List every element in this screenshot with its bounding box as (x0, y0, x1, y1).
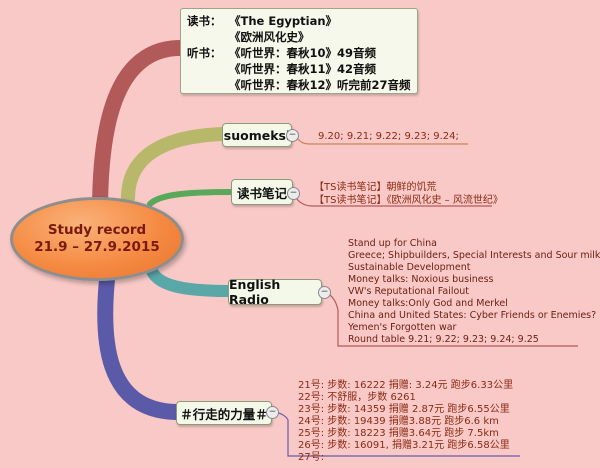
branch-notes (147, 189, 233, 207)
listen-note: 听完前27音频 (337, 78, 411, 92)
radio-item: Greece; Shipbuilders, Special Interests … (348, 250, 600, 261)
central-dates: 21.9 – 27.9.2015 (34, 239, 160, 255)
walking-item: 22号: 不舒服，步数 6261 (298, 392, 416, 403)
radio-item: Yemen's Forgotten war (348, 322, 457, 333)
listen-title: 《听世界：春秋12》 (229, 78, 338, 92)
walking-item: 27号: (298, 452, 325, 463)
collapse-toggle-suomeksi[interactable]: − (286, 129, 299, 142)
radio-item: Sustainable Development (348, 262, 471, 273)
collapse-toggle-radio[interactable]: − (318, 286, 331, 299)
topic-walking[interactable]: ＃行走的力量＃ (176, 401, 272, 425)
topic-reading-notes[interactable]: 读书笔记 (231, 179, 293, 205)
walking-item: 21号: 步数: 16222 捐赠: 3.24元 跑步6.33公里 (298, 380, 514, 391)
listen-note: 49音频 (337, 46, 377, 60)
listen-title: 《听世界：春秋11》 (229, 62, 338, 76)
walking-item: 24号: 步数: 19439 捐赠3.88元 跑步6.6 km (298, 416, 499, 427)
central-title: Study record (47, 222, 147, 238)
book-title: 《The Egyptian》 (229, 14, 338, 28)
central-topic[interactable]: Study record 21.9 – 27.9.2015 (10, 197, 184, 281)
walking-item: 26号: 步数: 16091, 捐赠3.21元 跑步6.58公里 (298, 440, 510, 451)
note-item: 【TS读书笔记】《欧洲风化史 – 风流世纪》 (314, 195, 503, 206)
radio-item: Money talks:Only God and Merkel (348, 298, 508, 309)
listen-title: 《听世界：春秋10》 (229, 46, 338, 60)
walking-item: 25号: 步数: 18223 捐赠3.64元 跑步 7.5km (298, 428, 499, 439)
topic-english-radio-label: English Radio (229, 277, 281, 307)
branch-reading (92, 40, 186, 220)
topic-suomeksi[interactable]: suomeksi (222, 123, 292, 147)
reading-box[interactable]: 读书： 《The Egyptian》 《欧洲风化史》 听书： 《听世界：春秋10… (180, 8, 418, 94)
round-table: Round table 9.21; 9.22; 9.23; 9.24; 9.25 (348, 334, 539, 345)
radio-item: Stand up for China (348, 238, 437, 249)
collapse-toggle-notes[interactable]: − (287, 187, 300, 200)
branch-walking (97, 262, 184, 420)
branch-suomeksi (121, 127, 229, 205)
note-item: 【TS读书笔记】朝鲜的饥荒 (314, 182, 437, 193)
listen-note: 42音频 (337, 62, 377, 76)
radio-item: China and United States: Cyber Friends o… (348, 310, 597, 321)
collapse-toggle-walking[interactable]: − (266, 406, 279, 419)
radio-item: Money talks: Noxious business (348, 274, 494, 285)
listen-label: 听书： (187, 46, 222, 60)
topic-walking-label: ＃行走的力量＃ (180, 406, 268, 422)
topic-english-radio[interactable]: English Radio (228, 277, 322, 307)
radio-item: VW's Reputational Failout (348, 286, 470, 297)
read-label: 读书： (187, 14, 222, 28)
walking-item: 23号: 步数: 14359 捐赠 2.87元 跑步6.55公里 (298, 404, 510, 415)
book-title: 《欧洲风化史》 (229, 30, 310, 44)
suomeksi-dates: 9.20; 9.21; 9.22; 9.23; 9.24; (318, 131, 459, 142)
topic-reading-notes-label: 读书笔记 (236, 185, 287, 201)
topic-suomeksi-label: suomeksi (223, 127, 291, 143)
